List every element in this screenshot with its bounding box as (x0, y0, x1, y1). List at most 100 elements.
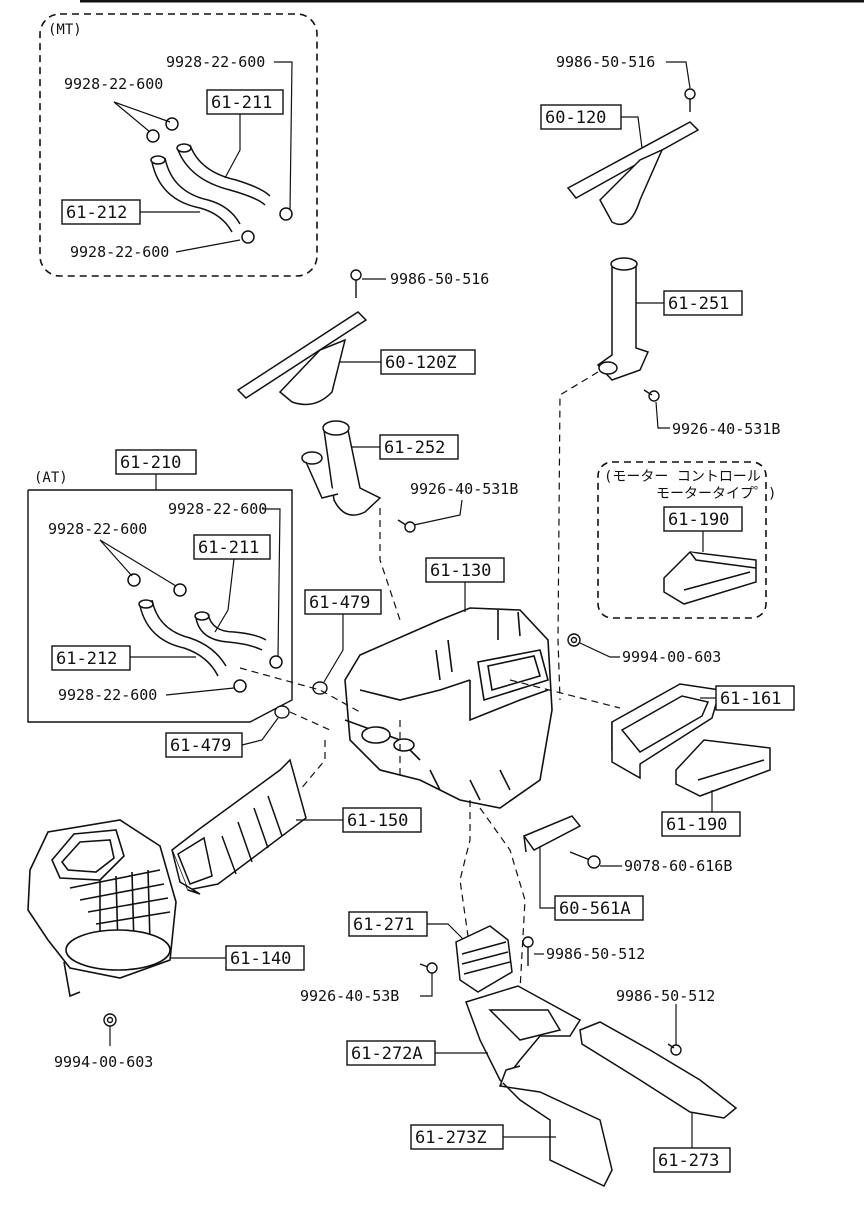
callout-mt-61-211: 61-211 (211, 93, 272, 113)
screw-61-252-icon (397, 519, 416, 533)
duct-61-252 (301, 420, 382, 516)
callout-61-251: 61-251 (668, 294, 729, 314)
leader (413, 499, 463, 526)
callout-61-140: 61-140 (230, 949, 291, 969)
motor-group-header-1: (モーター コントロール (604, 469, 761, 485)
callout-61-273z: 61-273Z (415, 1128, 487, 1148)
callout-box (304, 589, 382, 615)
part-at-clip-left: 9928-22-600 (48, 520, 147, 538)
leader (427, 923, 465, 941)
callout-box (425, 557, 505, 583)
duct-61-150 (171, 758, 307, 895)
part-nut-61-130: 9994-00-603 (622, 648, 721, 666)
callout-box (206, 89, 284, 115)
callout-mt-61-212: 61-212 (66, 203, 127, 223)
leader (323, 614, 344, 683)
at-leaders (99, 508, 281, 696)
callout-box (346, 1040, 436, 1066)
bracket-60-561a (522, 815, 582, 853)
bracket-60-120 (566, 121, 700, 226)
leader (621, 116, 643, 149)
mt-group-frame (39, 13, 318, 277)
callout-61-479-a: 61-479 (309, 593, 370, 613)
nut-61-140-icon (103, 1013, 117, 1027)
callout-61-150: 61-150 (347, 811, 408, 831)
at-group-frame (27, 489, 293, 723)
duct-61-251 (596, 257, 650, 381)
mt-leaders (113, 61, 293, 253)
heater-unit-61-130 (344, 607, 553, 809)
part-at-clip-bottom: 9928-22-600 (58, 686, 157, 704)
duct-61-273 (579, 1021, 738, 1119)
callout-box (653, 1147, 731, 1173)
nut-61-130-icon (567, 633, 581, 647)
leader (241, 717, 279, 746)
mt-clips (146, 117, 293, 244)
callout-box (380, 349, 476, 375)
callout-box (115, 449, 197, 475)
callout-60-561a: 60-561A (559, 899, 631, 919)
callout-box (225, 945, 305, 971)
callout-box (663, 290, 743, 316)
leader (539, 846, 555, 909)
callout-61-190-a: 61-190 (668, 510, 729, 530)
part-mt-clip-left: 9928-22-600 (64, 75, 163, 93)
assembly-lines (239, 371, 621, 991)
blower-unit-61-140 (27, 819, 177, 998)
duct-61-271 (455, 925, 513, 993)
bolt-60-561a-icon (569, 851, 601, 869)
callout-61-210: 61-210 (120, 453, 181, 473)
callout-box (663, 506, 743, 532)
bracket-60-120z (236, 311, 368, 406)
screw-61-273-icon (667, 1043, 682, 1056)
leader (420, 973, 433, 997)
callout-box (554, 895, 644, 921)
part-mt-clip-bottom: 9928-22-600 (70, 243, 169, 261)
part-screw-61-251: 9926-40-531B (672, 420, 780, 438)
leader (666, 61, 691, 89)
motor-group-header-2: モータータイプ゜) (656, 486, 776, 502)
callout-61-252: 61-252 (384, 438, 445, 458)
screw-60-120-icon (684, 88, 696, 112)
grommet-61-479-icon (274, 681, 328, 719)
callout-61-272a: 61-272A (351, 1044, 423, 1064)
part-bolt-60-561a: 9078-60-616B (624, 857, 732, 875)
part-nut-61-140: 9994-00-603 (54, 1053, 153, 1071)
at-hose-61-212 (138, 599, 227, 677)
part-screw-61-273: 9986-50-512 (616, 987, 715, 1005)
screw-60-120z-icon (350, 269, 362, 298)
callout-at-61-212: 61-212 (56, 649, 117, 669)
control-module-61-190-icon (663, 551, 757, 605)
duct-61-272a (465, 985, 613, 1187)
duct-61-161 (611, 683, 721, 780)
callout-box (661, 811, 741, 837)
screw-61-272a-icon (419, 962, 438, 974)
callout-box (165, 732, 243, 758)
part-mt-clip-top: 9928-22-600 (166, 53, 265, 71)
callout-box (379, 434, 459, 460)
callout-61-479-b: 61-479 (170, 736, 231, 756)
callout-61-190-b: 61-190 (666, 815, 727, 835)
callout-60-120: 60-120 (545, 108, 606, 128)
part-screw-61-271: 9986-50-512 (546, 945, 645, 963)
part-screw-60-120z: 9986-50-516 (390, 270, 489, 288)
mt-hose-61-211 (176, 143, 271, 206)
at-group-header: (AT) (34, 470, 68, 486)
callout-61-271: 61-271 (353, 915, 414, 935)
callout-box (410, 1124, 504, 1150)
part-screw-61-252: 9926-40-531B (410, 480, 518, 498)
mt-group-header: (MT) (48, 22, 82, 38)
at-hose-61-211 (194, 611, 267, 651)
at-clips (127, 573, 283, 693)
callout-61-130: 61-130 (430, 561, 491, 581)
callout-61-161: 61-161 (720, 689, 781, 709)
callout-box (51, 645, 131, 671)
callout-box (715, 685, 795, 711)
part-at-clip-top: 9928-22-600 (168, 500, 267, 518)
part-screw-61-272a: 9926-40-53B (300, 987, 399, 1005)
part-screw-60-120: 9986-50-516 (556, 53, 655, 71)
control-module-61-190b-icon (675, 739, 771, 797)
screw-61-271-icon (522, 936, 534, 966)
